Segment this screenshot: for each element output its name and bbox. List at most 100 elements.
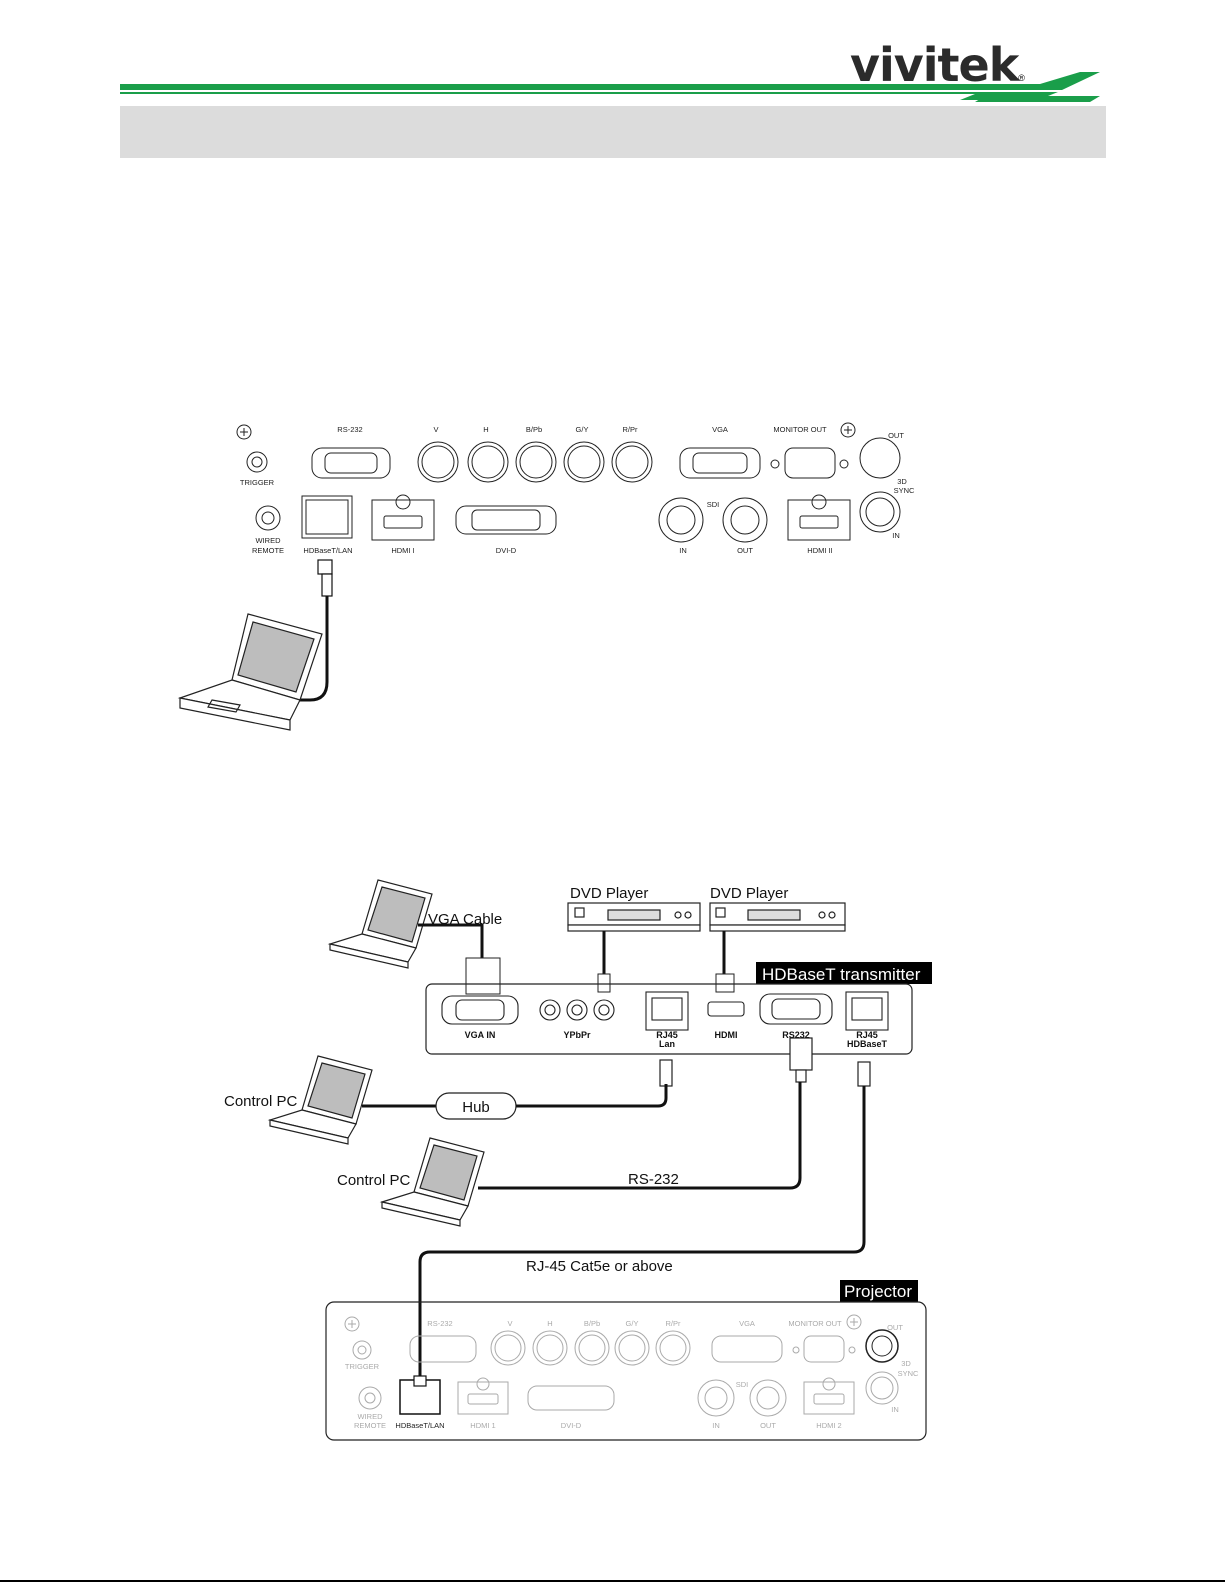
label-trigger: TRIGGER: [240, 478, 275, 487]
projector-panel: [325, 1301, 927, 1441]
proj-label-sdi-in: IN: [712, 1421, 720, 1430]
label-rj45-hdbaset-1: RJ45: [856, 1030, 878, 1040]
proj-label-remote: REMOTE: [354, 1421, 386, 1430]
label-sync: SYNC: [894, 486, 915, 495]
3d-sync-in: [859, 491, 901, 533]
projector-rj45-plug: [413, 1375, 427, 1387]
rs232-cable: [478, 1082, 802, 1190]
label-gy: G/Y: [576, 425, 589, 434]
label-hdmi1: HDMI I: [391, 546, 414, 555]
hdmi-1-port: [371, 499, 435, 541]
laptop-icon-control-pc-2: [379, 1137, 485, 1227]
transmitter-box: [425, 983, 913, 1055]
label-projector: Projector: [844, 1282, 912, 1301]
header-stripes: [120, 72, 1100, 102]
laptop-icon-vga: [327, 879, 433, 969]
proj-label-hdmi1: HDMI 1: [470, 1421, 495, 1430]
bnc-gy: [563, 441, 605, 483]
lan-cable: [290, 559, 333, 702]
bnc-bpb: [515, 441, 557, 483]
label-hdmi2: HDMI II: [807, 546, 832, 555]
transmitter-rj45-hdbaset: [845, 991, 889, 1031]
vga-plug: [465, 957, 501, 995]
label-rj45-hdbaset-2: HDBaseT: [847, 1039, 888, 1049]
hub-to-lan-cable: [516, 1084, 668, 1108]
proj-label-monitor-out: MONITOR OUT: [788, 1319, 842, 1328]
proj-label-sdi-out: OUT: [760, 1421, 776, 1430]
vga-port: [679, 447, 761, 479]
label-vga: VGA: [712, 425, 728, 434]
dvd-player-icon-2: [709, 902, 846, 932]
rj45-hdbaset-plug: [857, 1061, 871, 1087]
sdi-in-port: [658, 497, 704, 543]
label-sdi-out: OUT: [737, 546, 753, 555]
section-header-band: [120, 106, 1106, 158]
label-hdbaset-transmitter: HDBaseT transmitter: [762, 965, 921, 984]
label-bpb: B/Pb: [526, 425, 542, 434]
proj-label-sync: SYNC: [898, 1369, 919, 1378]
label-out: OUT: [888, 431, 904, 440]
rj45-lan-plug: [659, 1059, 673, 1087]
label-3d-in: IN: [892, 531, 900, 540]
label-rj45-cable: RJ-45 Cat5e or above: [526, 1258, 673, 1275]
dvi-d-port: [455, 505, 557, 535]
proj-label-v: V: [507, 1319, 512, 1328]
proj-label-out: OUT: [887, 1323, 903, 1332]
rs232-plug: [789, 1037, 813, 1071]
hdmi-2-port: [787, 499, 851, 541]
logo-text: vivitek: [850, 38, 1019, 92]
label-vga-in: VGA IN: [465, 1030, 496, 1040]
label-v: V: [433, 425, 438, 434]
label-control-pc-2: Control PC: [337, 1172, 411, 1189]
proj-label-3d: 3D: [901, 1359, 911, 1368]
transmitter-hdmi-port: [707, 1001, 745, 1017]
label-sdi-in: IN: [679, 546, 687, 555]
label-rpr: R/Pr: [623, 425, 639, 434]
proj-label-rs232: RS-232: [427, 1319, 452, 1328]
sdi-out-port: [722, 497, 768, 543]
diagram-lan-connection: RS-232 V H B/Pb G/Y R/Pr VGA MONITOR OUT…: [177, 422, 915, 731]
ypbpr-jack-1: [539, 999, 561, 1021]
label-hub: Hub: [462, 1099, 490, 1116]
label-rs232-port: RS232: [782, 1030, 810, 1040]
vivitek-logo: vivitek®: [850, 38, 1025, 92]
proj-label-h: H: [547, 1319, 552, 1328]
proj-label-3d-in: IN: [891, 1405, 899, 1414]
laptop-icon-control-pc-1: [267, 1055, 373, 1145]
proj-label-gy: G/Y: [626, 1319, 639, 1328]
proj-label-sdi: SDI: [736, 1380, 749, 1389]
label-sdi: SDI: [707, 500, 720, 509]
label-ypbpr: YPbPr: [563, 1030, 591, 1040]
proj-label-vga: VGA: [739, 1319, 755, 1328]
transmitter-label-bg: [756, 962, 932, 984]
bnc-v: [417, 441, 459, 483]
projector-3d-out: [865, 1329, 899, 1363]
label-rs232-cable: RS-232: [628, 1171, 679, 1188]
ypbpr-jack-2: [566, 999, 588, 1021]
monitor-out-port: [784, 447, 836, 479]
3d-sync-out: [859, 437, 901, 479]
bnc-h: [467, 441, 509, 483]
footer-rule: [0, 1580, 1225, 1582]
proj-label-bpb: B/Pb: [584, 1319, 600, 1328]
rj45-cat5e-cable: [418, 1086, 866, 1390]
transmitter-rj45-lan: [645, 991, 689, 1031]
laptop-icon: [177, 613, 323, 731]
bnc-rpr: [611, 441, 653, 483]
trigger-jack: [246, 451, 268, 473]
proj-label-wired: WIRED: [358, 1412, 384, 1421]
hdmi-plug: [715, 973, 735, 993]
proj-label-rpr: R/Pr: [666, 1319, 682, 1328]
label-control-pc-1: Control PC: [224, 1093, 298, 1110]
label-hdmi: HDMI: [715, 1030, 738, 1040]
label-dvid: DVI-D: [496, 546, 517, 555]
bnc-plug: [597, 973, 611, 993]
proj-label-hdmi2: HDMI 2: [816, 1421, 841, 1430]
vga-cable-line: [418, 923, 484, 958]
dvd-player-icon-1: [567, 902, 701, 932]
ground-screw-icon: [236, 424, 252, 440]
transmitter-rs232-port: [759, 993, 833, 1025]
ypbpr-jack-3: [593, 999, 615, 1021]
label-vga-cable: VGA Cable: [428, 911, 502, 928]
label-dvd-player-1: DVD Player: [570, 885, 648, 902]
